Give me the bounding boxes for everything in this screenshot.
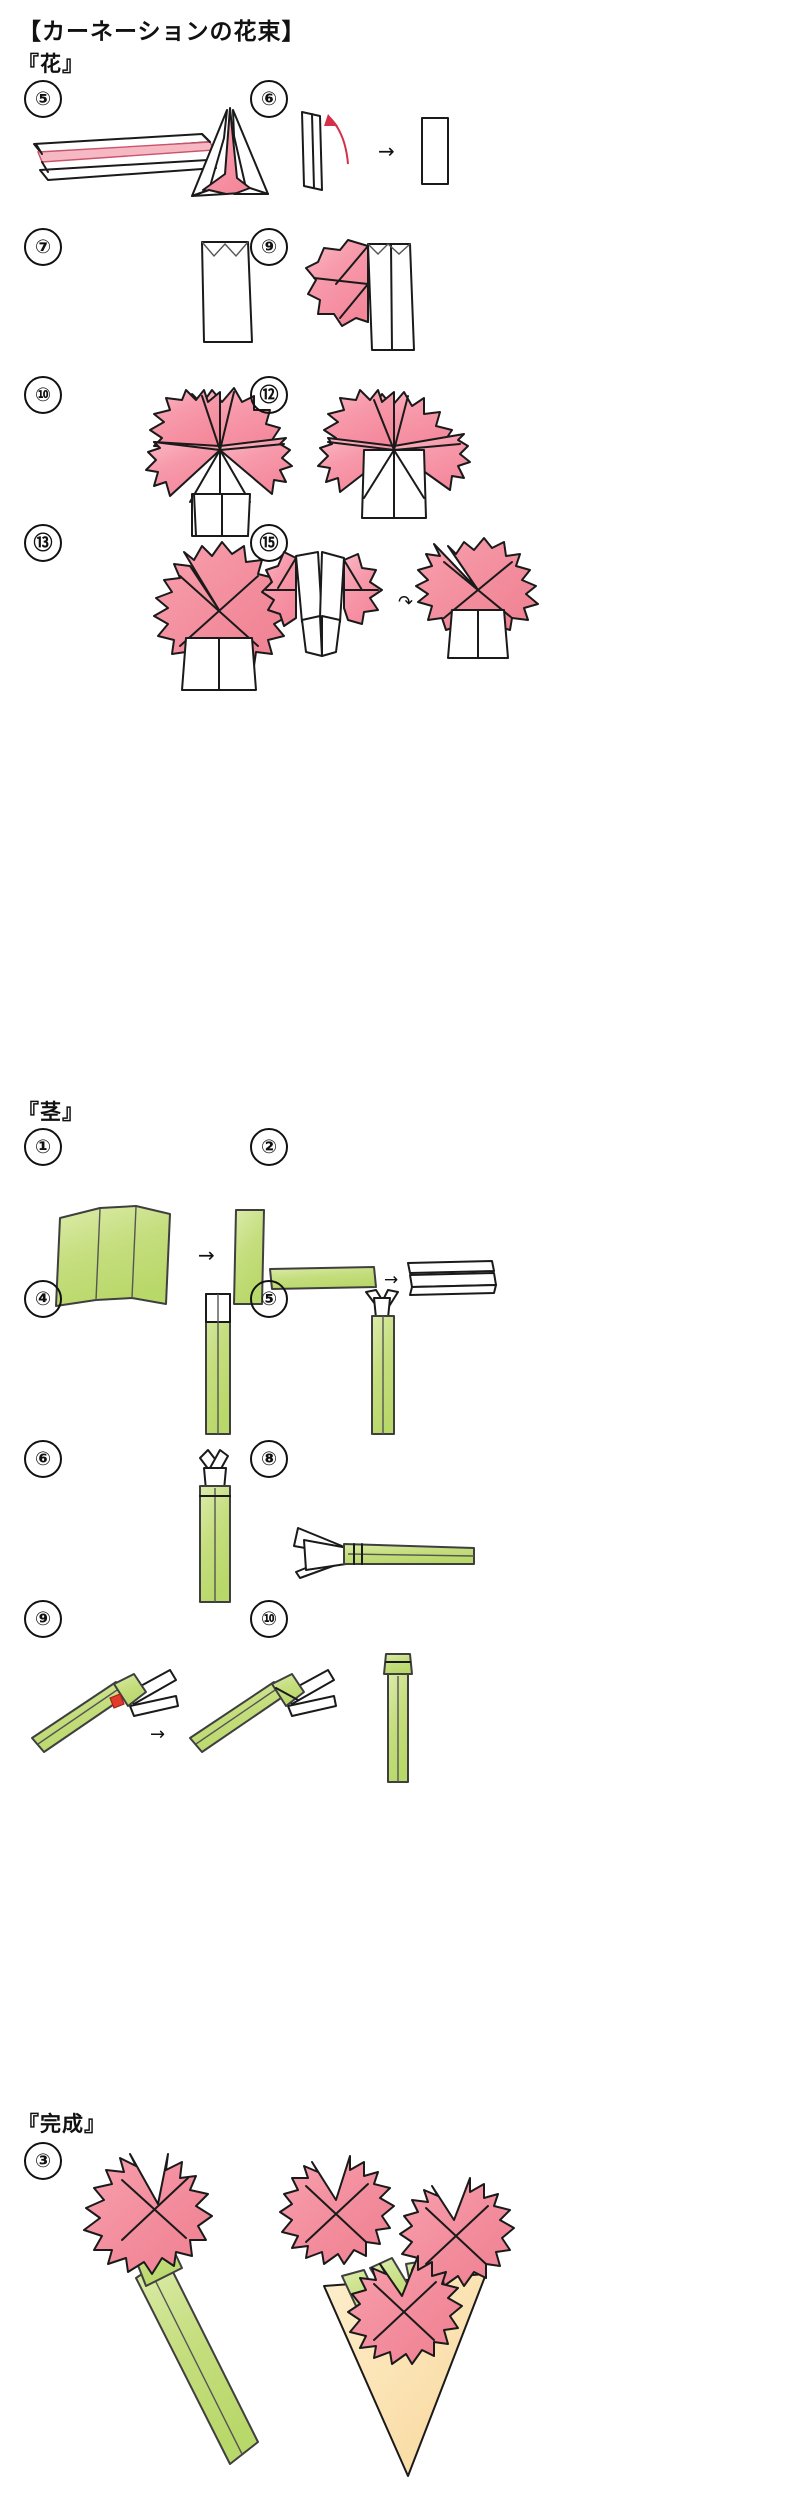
step-number-stem-1: ① bbox=[24, 1128, 62, 1166]
step-number-flower-15: ⑮ bbox=[250, 524, 288, 562]
figure-stem-6 bbox=[178, 1448, 258, 1608]
figure-stem-10 bbox=[372, 1650, 432, 1790]
arrow-right-glyph-stem9: → bbox=[150, 1724, 165, 1745]
arrow-right-glyph-stem1: → bbox=[198, 1243, 215, 1267]
section-heading-stem: 『茎』 bbox=[18, 1101, 84, 1124]
step-number-stem-9: ⑨ bbox=[24, 1600, 62, 1638]
section-heading-flower: 『花』 bbox=[18, 53, 84, 76]
section-heading-finish: 『完成』 bbox=[18, 2113, 106, 2136]
figure-finished-single-flower bbox=[70, 2146, 280, 2476]
step-number-stem-10: ⑩ bbox=[250, 1600, 288, 1638]
step-number-finish-3: ③ bbox=[24, 2142, 62, 2180]
step-number-stem-5: ⑤ bbox=[250, 1280, 288, 1318]
step-number-flower-7: ⑦ bbox=[24, 228, 62, 266]
figure-stem-2: → bbox=[268, 1255, 498, 1305]
arrow-right-glyph: → bbox=[378, 139, 395, 163]
step-number-stem-2: ② bbox=[250, 1128, 288, 1166]
figure-flower-5-side bbox=[176, 107, 286, 204]
figure-finished-bouquet bbox=[279, 2146, 530, 2486]
step-number-flower-5: ⑤ bbox=[24, 80, 62, 118]
flip-arrow-glyph: ↷ bbox=[398, 592, 414, 613]
step-number-flower-10: ⑩ bbox=[24, 376, 62, 414]
step-number-stem-4: ④ bbox=[24, 1280, 62, 1318]
figure-flower-6: → bbox=[292, 110, 472, 200]
step-number-stem-6: ⑥ bbox=[24, 1440, 62, 1478]
step-number-flower-12: ⑫ bbox=[250, 376, 288, 414]
figure-stem-9-after bbox=[188, 1640, 348, 1760]
figure-flower-10-base bbox=[192, 493, 252, 538]
figure-stem-8 bbox=[292, 1520, 482, 1600]
step-number-stem-8: ⑧ bbox=[250, 1440, 288, 1478]
step-number-flower-13: ⑬ bbox=[24, 524, 62, 562]
figure-flower-15-after bbox=[414, 537, 544, 662]
figure-stem-5 bbox=[352, 1288, 422, 1438]
figure-stem-4 bbox=[190, 1288, 250, 1438]
figure-flower-7 bbox=[186, 238, 266, 348]
figure-flower-13 bbox=[124, 534, 314, 694]
figure-flower-9 bbox=[305, 238, 456, 358]
figure-flower-15-before bbox=[261, 548, 396, 668]
page-title: 【カーネーションの花束】 bbox=[18, 18, 306, 44]
figure-stem-9-before: → bbox=[30, 1640, 200, 1760]
arrow-right-glyph-stem2: → bbox=[384, 1270, 398, 1290]
figure-flower-12 bbox=[306, 388, 486, 548]
figure-stem-1: → bbox=[40, 1200, 270, 1310]
step-number-flower-9: ⑨ bbox=[250, 228, 288, 266]
step-number-flower-6: ⑥ bbox=[250, 80, 288, 118]
